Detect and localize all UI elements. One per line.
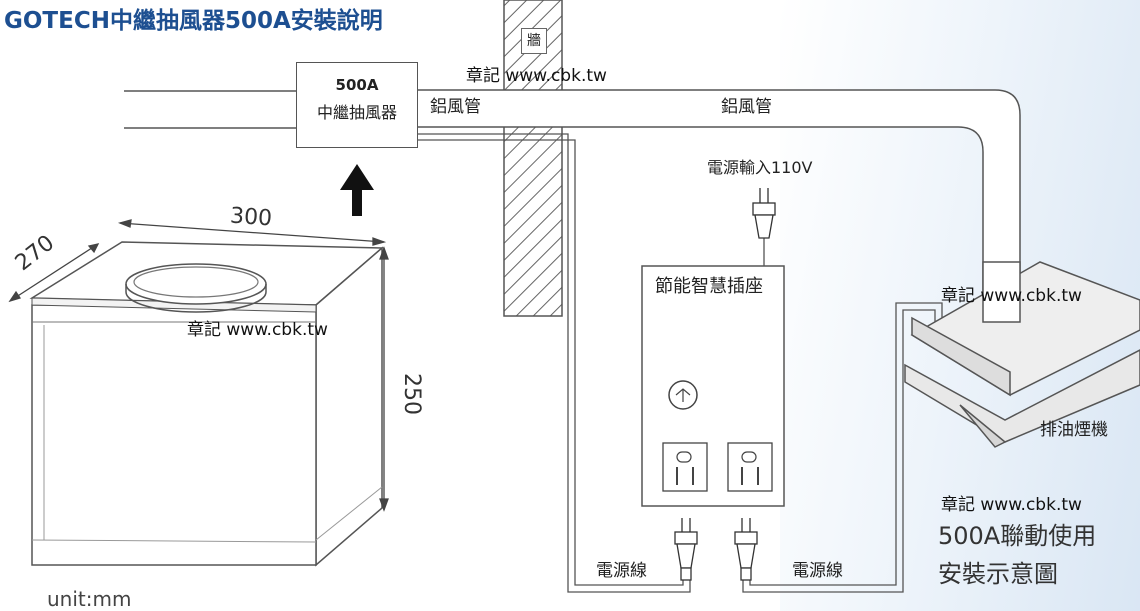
dimension-width: 300 — [229, 203, 273, 232]
blower-model: 500A — [335, 76, 379, 94]
smart-socket-box — [641, 265, 785, 507]
unit-label: unit:mm — [47, 587, 132, 611]
dimension-lines — [8, 219, 389, 512]
power-cords — [416, 133, 943, 593]
dimension-height: 250 — [399, 373, 424, 415]
diagram-caption: 500A聯動使用 安裝示意圖 — [938, 517, 1096, 593]
blower-box-3d — [29, 241, 384, 567]
range-hood — [904, 261, 1140, 448]
inlet-duct — [124, 90, 296, 129]
power-cord-label-right: 電源線 — [792, 561, 843, 581]
watermark: 章記 www.cbk.tw — [941, 495, 1082, 515]
blower-unit-box: 500A 中繼抽風器 — [296, 62, 418, 148]
caption-line-1: 500A聯動使用 — [938, 522, 1097, 550]
watermark: 章記 www.cbk.tw — [187, 320, 328, 340]
blower-name: 中繼抽風器 — [316, 103, 397, 122]
smart-socket-label: 節能智慧插座 — [655, 276, 763, 297]
watermark: 章記 www.cbk.tw — [941, 286, 1082, 306]
range-hood-label: 排油煙機 — [1040, 420, 1108, 440]
duct-label-right: 鋁風管 — [721, 97, 772, 117]
power-input-plug-icon — [752, 188, 776, 239]
duct-label-left: 鋁風管 — [430, 97, 481, 117]
watermark: 章記 www.cbk.tw — [466, 66, 607, 86]
page-title: GOTECH中繼抽風器500A安裝說明 — [4, 8, 383, 34]
power-cord-label-left: 電源線 — [596, 561, 647, 581]
power-input-label: 電源輸入110V — [707, 158, 813, 177]
airflow-up-arrow-icon — [340, 164, 374, 216]
wall-label: 牆 — [521, 28, 547, 54]
caption-line-2: 安裝示意圖 — [938, 560, 1058, 588]
socket-plugs-icon — [674, 518, 758, 581]
